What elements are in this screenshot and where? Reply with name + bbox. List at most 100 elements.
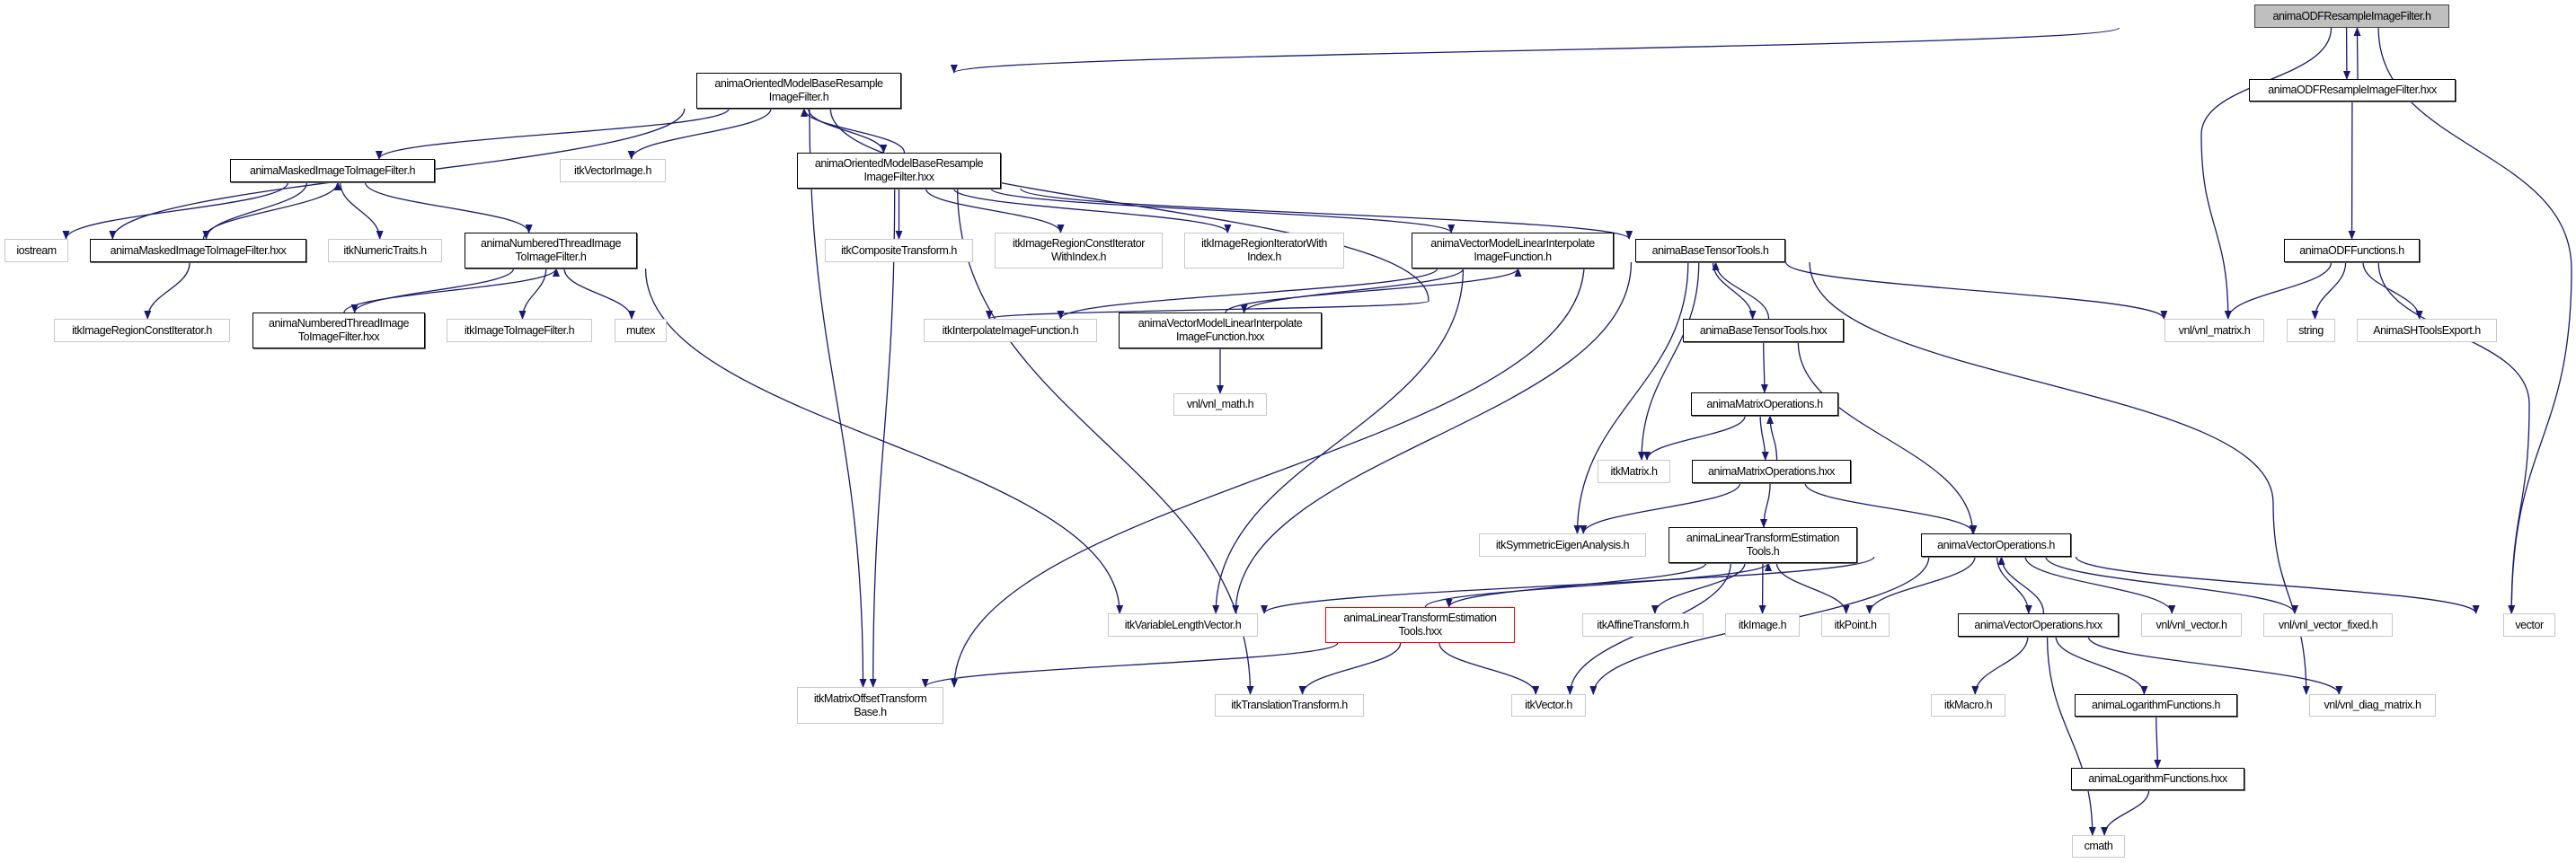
node-label: animaLinearTransformEstimation: [1686, 532, 1840, 544]
node-itkNumericTraits[interactable]: itkNumericTraits.h: [328, 239, 442, 262]
edge-numbered-h-to-mutex: [563, 268, 635, 320]
node-label: itkMatrixOffsetTransform: [813, 691, 927, 705]
node-label: animaODFResampleImageFilter.h: [2272, 9, 2431, 22]
node-string[interactable]: string: [2287, 319, 2335, 342]
node-vnl-vector-fixed[interactable]: vnl/vnl_vector_fixed.h: [2263, 613, 2393, 637]
node-label: ImageFunction.h: [1474, 251, 1552, 263]
edge-odf-func-to-animaSH: [2362, 261, 2423, 320]
node-label: vnl/vnl_math.h: [1186, 398, 1254, 410]
edge-lte-hxx-to-lte-h: [1424, 562, 1772, 608]
node-label: itkInterpolateImageFunction.h: [942, 323, 1079, 337]
node-itkIRCI[interactable]: itkImageRegionConstIterator.h: [54, 319, 230, 342]
node-vnl-diag[interactable]: vnl/vnl_diag_matrix.h: [2309, 694, 2436, 717]
node-label: animaBaseTensorTools.h: [1651, 243, 1769, 257]
edge-om-hxx-to-btt-h: [1020, 188, 1633, 240]
node-itkMatrix[interactable]: itkMatrix.h: [1598, 460, 1670, 483]
node-masked-hxx[interactable]: animaMaskedImageToImageFilter.hxx: [90, 239, 306, 262]
edge-om-h-to-itkVectorImage: [627, 108, 772, 160]
edge-btt-h-to-itkSEA: [1573, 261, 1689, 534]
node-itkInterp[interactable]: itkInterpolateImageFunction.h: [924, 319, 1097, 342]
node-label: itkImageToImageFilter.h: [464, 323, 575, 337]
node-itkAffine[interactable]: itkAffineTransform.h: [1582, 613, 1704, 637]
node-label: itkSymmetricEigenAnalysis.h: [1495, 538, 1630, 551]
node-masked-h[interactable]: animaMaskedImageToImageFilter.h: [230, 159, 435, 182]
node-label: animaODFResampleImageFilter.hxx: [2268, 84, 2437, 96]
node-odf-h[interactable]: animaODFResampleImageFilter.h: [2254, 4, 2449, 28]
edge-odf-func-to-string: [2311, 261, 2347, 320]
edge-om-hxx-to-itkIRIWI: [952, 188, 1232, 233]
edge-vml-h-to-itkVLV: [1212, 268, 1465, 614]
node-itkPoint[interactable]: itkPoint.h: [1821, 613, 1890, 637]
node-iostream[interactable]: iostream: [4, 239, 68, 262]
node-itkVector[interactable]: itkVector.h: [1511, 694, 1586, 717]
node-log-h[interactable]: animaLogarithmFunctions.h: [2075, 694, 2237, 717]
edge-masked-h-to-numbered-h: [364, 181, 533, 233]
node-label: ImageFilter.h: [768, 91, 829, 103]
node-label: Index.h: [1247, 251, 1281, 263]
edge-vecops-hxx-to-vnl-diag: [2087, 636, 2343, 695]
node-itkSEA[interactable]: itkSymmetricEigenAnalysis.h: [1479, 533, 1646, 557]
node-itkVLV[interactable]: itkVariableLengthVector.h: [1108, 613, 1258, 637]
node-matops-hxx[interactable]: animaMatrixOperations.hxx: [1692, 460, 1851, 483]
node-log-hxx[interactable]: animaLogarithmFunctions.hxx: [2071, 768, 2244, 790]
node-label: animaLinearTransformEstimation: [1343, 612, 1497, 624]
node-itkImage[interactable]: itkImage.h: [1725, 613, 1800, 637]
node-mutex[interactable]: mutex: [615, 319, 667, 342]
node-label: animaOrientedModelBaseResample: [714, 77, 883, 90]
edge-numbered-hxx-to-numbered-h: [343, 268, 560, 313]
node-label: ImageFunction.hxx: [1176, 330, 1264, 343]
node-label: cmath: [2084, 840, 2113, 852]
node-label: itkNumericTraits.h: [343, 243, 427, 257]
node-label: animaVectorOperations.hxx: [1974, 618, 2102, 631]
edge-btt-h-to-itkMOTB: [951, 261, 1585, 688]
edge-om-hxx-to-vml-h: [990, 188, 1455, 233]
edge-odf-func-to-vector: [2377, 261, 2530, 614]
node-label: itkCompositeTransform.h: [841, 243, 957, 257]
node-btt-hxx[interactable]: animaBaseTensorTools.hxx: [1683, 319, 1844, 342]
node-label: animaMatrixOperations.hxx: [1708, 464, 1835, 478]
node-itkTranslation[interactable]: itkTranslationTransform.h: [1215, 694, 1364, 717]
edge-vecops-hxx-to-log-h: [2055, 636, 2148, 695]
node-vecops-hxx[interactable]: animaVectorOperations.hxx: [1958, 613, 2119, 637]
edge-lte-h-to-itkPoint: [1775, 562, 1850, 614]
node-animaSH[interactable]: AnimaSHToolsExport.h: [2357, 319, 2497, 342]
node-label: vector: [2515, 618, 2544, 631]
edge-odf-hxx-to-odf-h: [2353, 27, 2361, 80]
node-itkCompositeTransform[interactable]: itkCompositeTransform.h: [825, 239, 973, 262]
edge-matops-h-to-itkMatrix: [1643, 415, 1746, 461]
node-cmath[interactable]: cmath: [2072, 835, 2125, 858]
node-vector[interactable]: vector: [2503, 613, 2555, 637]
node-vnl-vector[interactable]: vnl/vnl_vector.h: [2141, 613, 2242, 637]
node-vnl-math[interactable]: vnl/vnl_math.h: [1173, 393, 1267, 416]
edge-lte-hxx-to-itkTranslation: [1298, 642, 1402, 695]
node-label: vnl/vnl_vector.h: [2156, 618, 2227, 631]
node-label: AnimaSHToolsExport.h: [2373, 323, 2481, 337]
node-odf-func[interactable]: animaODFFunctions.h: [2284, 239, 2420, 262]
node-itkImageToImageFilter[interactable]: itkImageToImageFilter.h: [447, 319, 592, 342]
node-odf-hxx[interactable]: animaODFResampleImageFilter.hxx: [2249, 79, 2456, 101]
node-matops-h[interactable]: animaMatrixOperations.h: [1691, 392, 1838, 416]
edge-masked-h-to-itkNumericTraits: [340, 181, 384, 240]
node-label: itkImage.h: [1738, 618, 1787, 631]
node-itkMacro[interactable]: itkMacro.h: [1931, 694, 2005, 717]
edge-masked-hxx-to-masked-h: [202, 181, 341, 240]
node-btt-h[interactable]: animaBaseTensorTools.h: [1635, 239, 1785, 262]
edge-om-h-to-om-hxx: [808, 108, 888, 154]
node-vecops-h[interactable]: animaVectorOperations.h: [1921, 533, 2071, 557]
node-itkVectorImage[interactable]: itkVectorImage.h: [560, 159, 666, 182]
edge-vecops-h-to-itkPoint: [1865, 556, 1976, 614]
edge-btt-h-to-itkVLV: [1232, 261, 1633, 614]
node-vnl-matrix[interactable]: vnl/vnl_matrix.h: [2164, 319, 2264, 342]
